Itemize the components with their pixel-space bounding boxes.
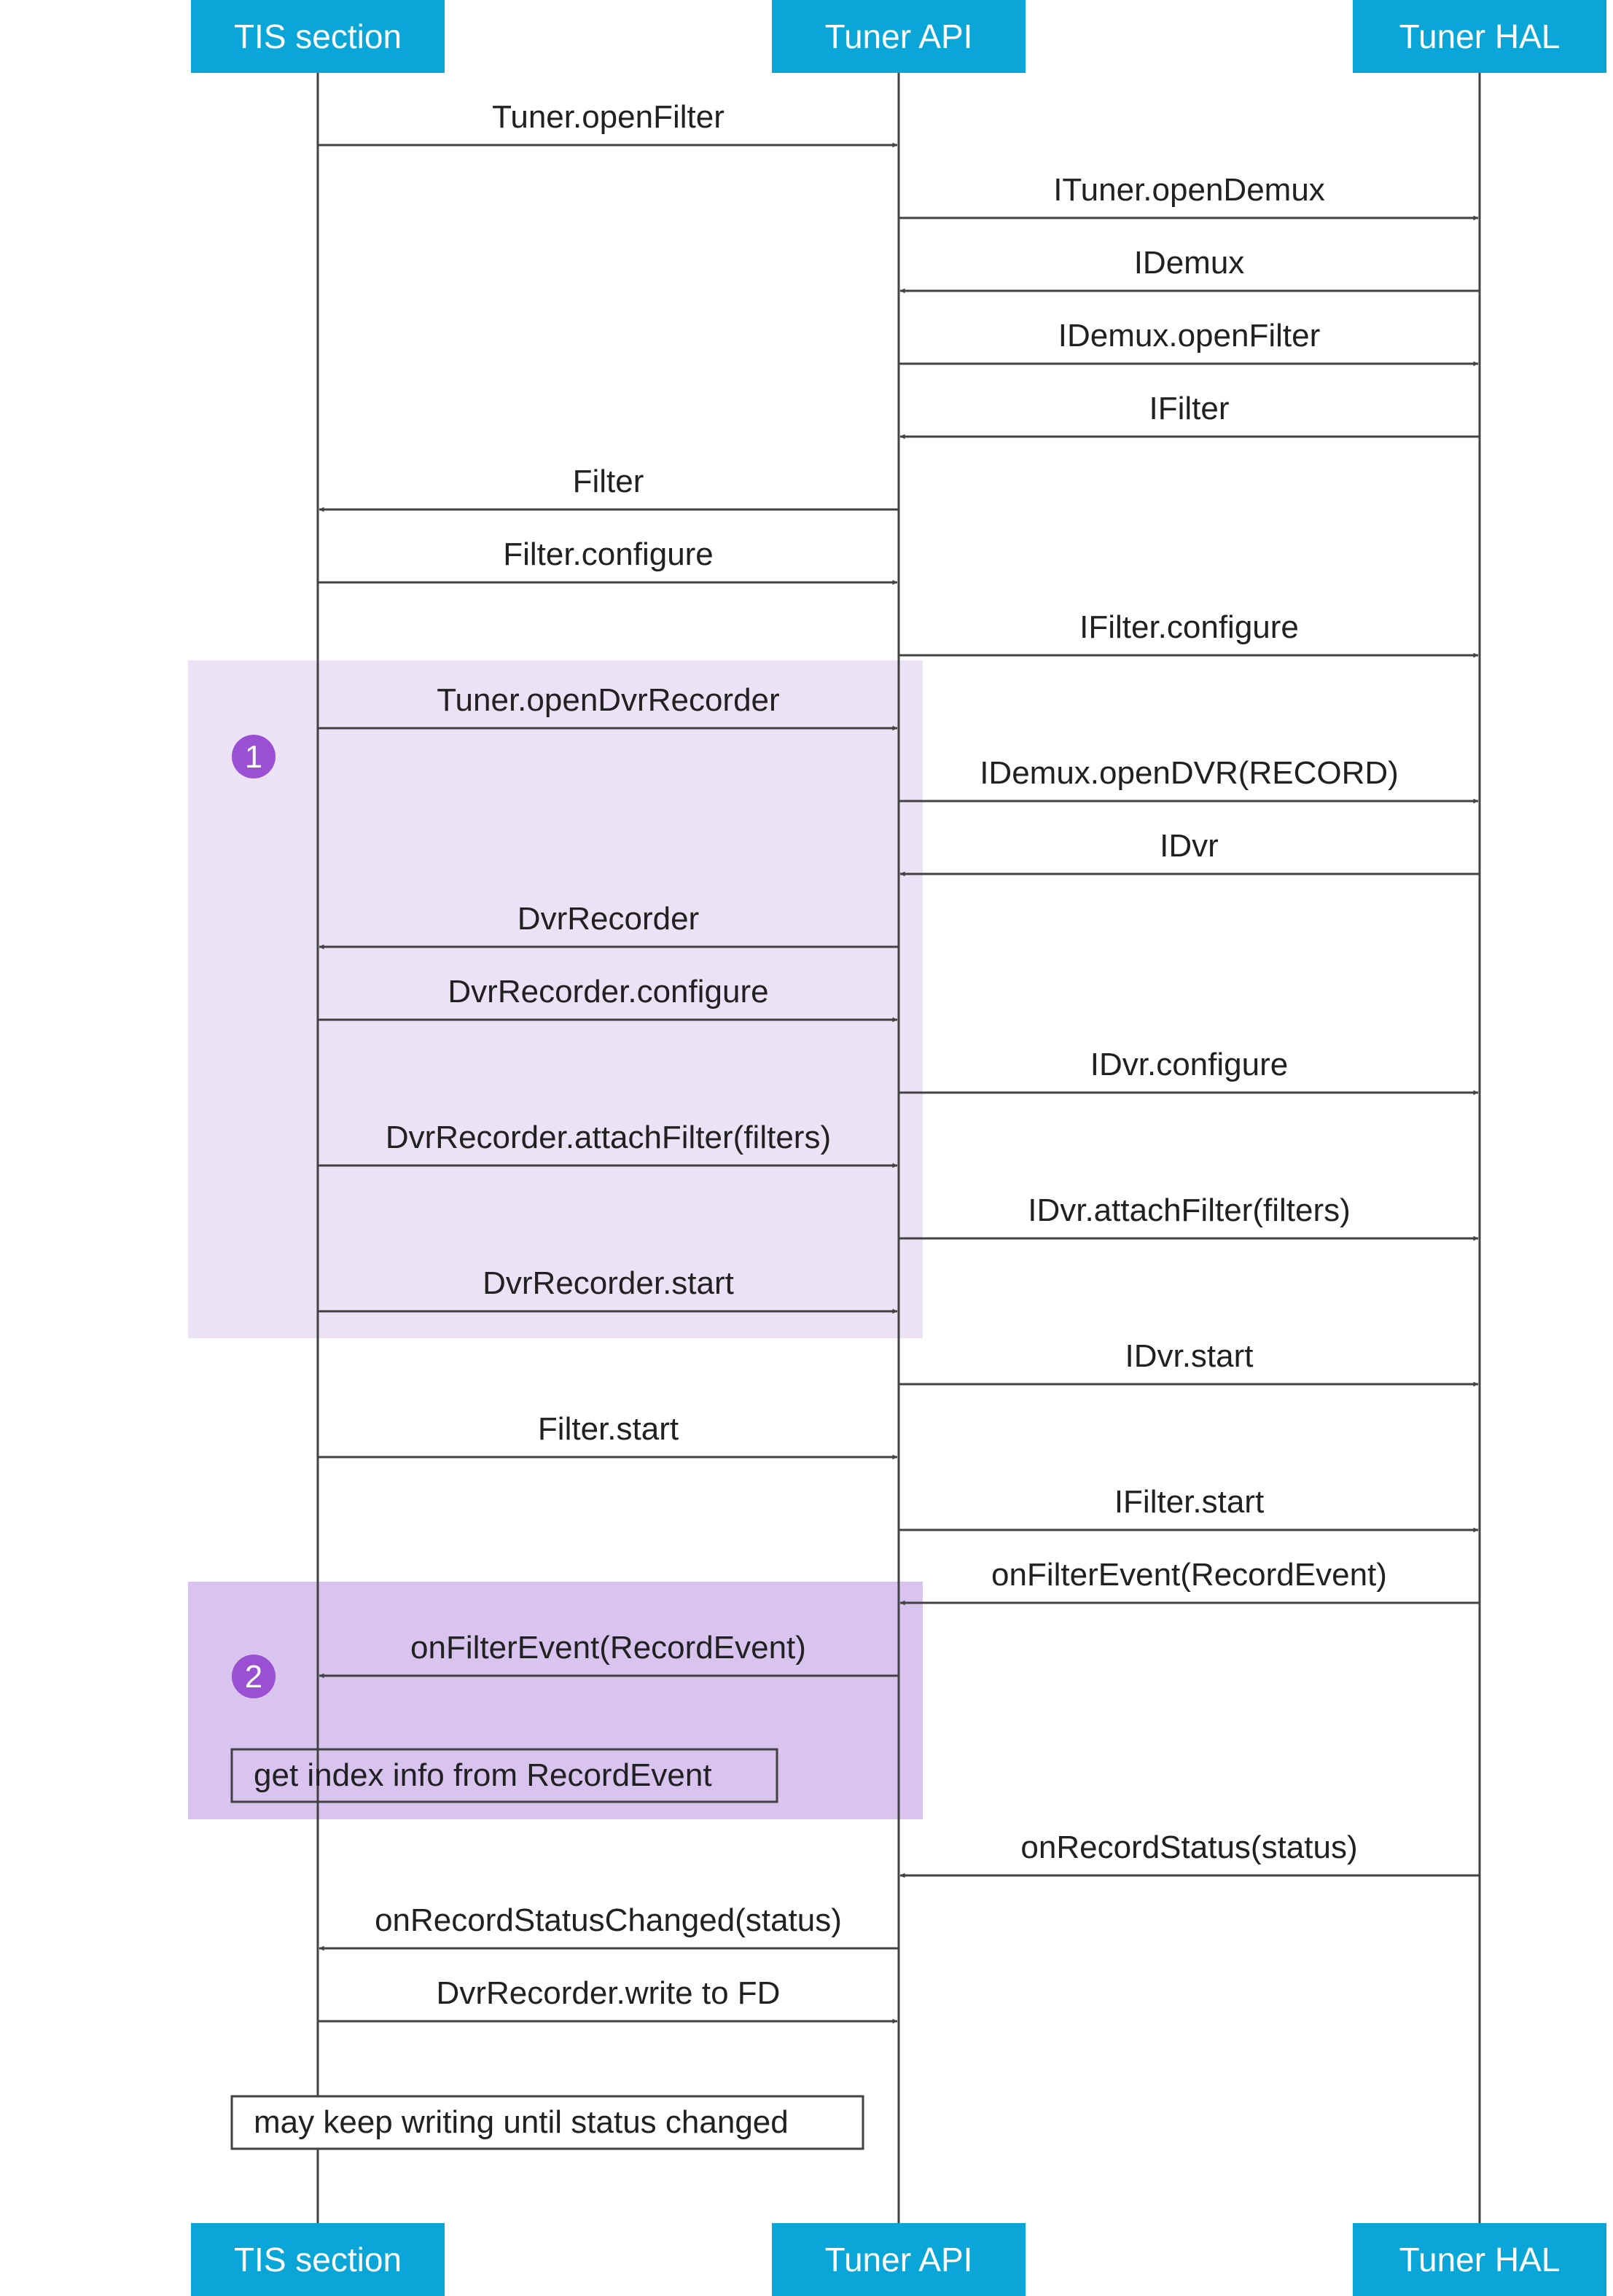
message-10: IDemux.openDVR(RECORD) (899, 755, 1479, 804)
message-label: DvrRecorder (518, 901, 699, 937)
group-2-badge (232, 1655, 276, 1698)
group-1-badge (232, 735, 276, 778)
participant-header-box (1353, 2223, 1606, 2296)
note-box (230, 2095, 864, 2150)
participant-header-label: Tuner API (825, 17, 973, 55)
message-15: DvrRecorder.attachFilter(filters) (318, 1120, 898, 1168)
message-label: IFilter (1149, 391, 1230, 426)
message-label: DvrRecorder.configure (448, 974, 768, 1010)
message-9: Tuner.openDvrRecorder (318, 682, 898, 731)
participant-header-box (772, 0, 1026, 73)
message-19: Filter.start (318, 1411, 898, 1460)
message-12: DvrRecorder (319, 901, 899, 950)
note-text: get index info from RecordEvent (254, 1757, 712, 1793)
message-2: ITuner.openDemux (899, 172, 1479, 221)
message-label: onFilterEvent(RecordEvent) (410, 1630, 806, 1666)
message-label: IDvr.start (1125, 1338, 1253, 1374)
group-1-box (188, 660, 923, 1338)
note-text: may keep writing until status changed (254, 2104, 789, 2140)
note-1: get index info from RecordEvent (230, 1748, 778, 1803)
message-6: Filter (319, 464, 899, 512)
participant-header-hal-bottom: Tuner HAL (1353, 2223, 1606, 2296)
group-1-badge-label: 1 (245, 739, 262, 775)
message-7: Filter.configure (318, 536, 898, 585)
participant-header-box (772, 2223, 1026, 2296)
message-18: IDvr.start (899, 1338, 1479, 1387)
message-16: IDvr.attachFilter(filters) (899, 1192, 1479, 1241)
message-label: IDvr.configure (1090, 1047, 1288, 1082)
message-label: Tuner.openDvrRecorder (437, 682, 779, 718)
message-label: Filter.start (538, 1411, 679, 1447)
message-label: onFilterEvent(RecordEvent) (991, 1557, 1387, 1593)
message-8: IFilter.configure (899, 609, 1479, 658)
message-5: IFilter (899, 391, 1480, 440)
participant-header-label: TIS section (234, 2241, 402, 2279)
message-21: onFilterEvent(RecordEvent) (899, 1557, 1480, 1606)
message-label: IFilter.start (1114, 1484, 1264, 1520)
participant-header-label: Tuner HAL (1399, 2241, 1561, 2279)
group-2-box (188, 1582, 923, 1819)
message-label: IDvr (1160, 828, 1219, 864)
note-box (230, 1748, 778, 1803)
group-2-badge-label: 2 (245, 1659, 262, 1695)
message-label: IDemux.openFilter (1058, 318, 1320, 354)
message-label: onRecordStatusChanged(status) (375, 1902, 842, 1938)
message-label: onRecordStatus(status) (1020, 1830, 1357, 1865)
participant-header-api-top: Tuner API (772, 0, 1026, 73)
note-2: may keep writing until status changed (230, 2095, 864, 2150)
message-14: IDvr.configure (899, 1047, 1479, 1096)
participant-header-box (191, 0, 445, 73)
message-label: IDemux (1134, 245, 1245, 281)
message-24: onRecordStatusChanged(status) (319, 1902, 899, 1951)
participant-header-tis-bottom: TIS section (191, 2223, 445, 2296)
message-1: Tuner.openFilter (318, 99, 898, 148)
message-label: DvrRecorder.write to FD (437, 1975, 781, 2011)
participant-header-tis-top: TIS section (191, 0, 445, 73)
participant-header-label: TIS section (234, 17, 402, 55)
participant-header-label: Tuner HAL (1399, 17, 1561, 55)
message-20: IFilter.start (899, 1484, 1479, 1533)
message-13: DvrRecorder.configure (318, 974, 898, 1023)
message-4: IDemux.openFilter (899, 318, 1479, 367)
message-label: IDemux.openDVR(RECORD) (980, 755, 1399, 791)
message-label: Tuner.openFilter (492, 99, 725, 135)
message-25: DvrRecorder.write to FD (318, 1975, 898, 2024)
message-label: ITuner.openDemux (1053, 172, 1325, 208)
participant-header-hal-top: Tuner HAL (1353, 0, 1606, 73)
participant-header-box (1353, 0, 1606, 73)
message-label: Filter (573, 464, 644, 499)
message-label: DvrRecorder.attachFilter(filters) (386, 1120, 831, 1155)
participant-header-api-bottom: Tuner API (772, 2223, 1026, 2296)
message-label: Filter.configure (503, 536, 714, 572)
message-23: onRecordStatus(status) (899, 1830, 1480, 1878)
message-label: IFilter.configure (1079, 609, 1299, 645)
message-22: onFilterEvent(RecordEvent) (319, 1630, 899, 1679)
message-11: IDvr (899, 828, 1480, 877)
participant-header-label: Tuner API (825, 2241, 973, 2279)
participant-header-box (191, 2223, 445, 2296)
message-17: DvrRecorder.start (318, 1265, 898, 1314)
message-label: DvrRecorder.start (483, 1265, 734, 1301)
message-3: IDemux (899, 245, 1480, 294)
message-label: IDvr.attachFilter(filters) (1028, 1192, 1351, 1228)
